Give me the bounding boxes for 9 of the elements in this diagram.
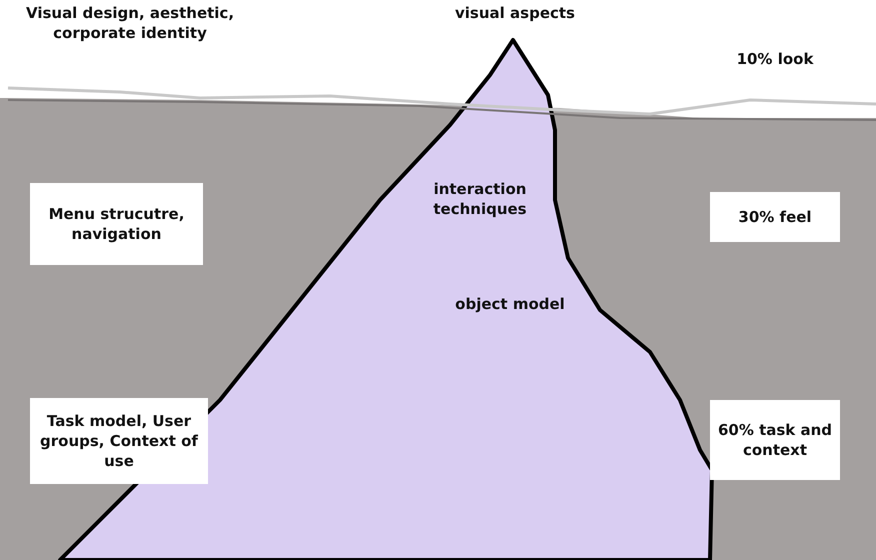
text-label: object model bbox=[454, 295, 566, 314]
label-box: Menu strucutre, navigation bbox=[30, 183, 203, 265]
label-box: Task model, User groups, Context of use bbox=[30, 398, 208, 484]
text-label: 10% look bbox=[736, 50, 814, 70]
label-box: 30% feel bbox=[710, 192, 840, 242]
text-label: interaction techniques bbox=[432, 180, 528, 219]
label-box: 60% task and context bbox=[710, 400, 840, 480]
text-label: visual aspects bbox=[454, 4, 576, 24]
text-label: Visual design, aesthetic, corporate identity bbox=[24, 4, 236, 43]
